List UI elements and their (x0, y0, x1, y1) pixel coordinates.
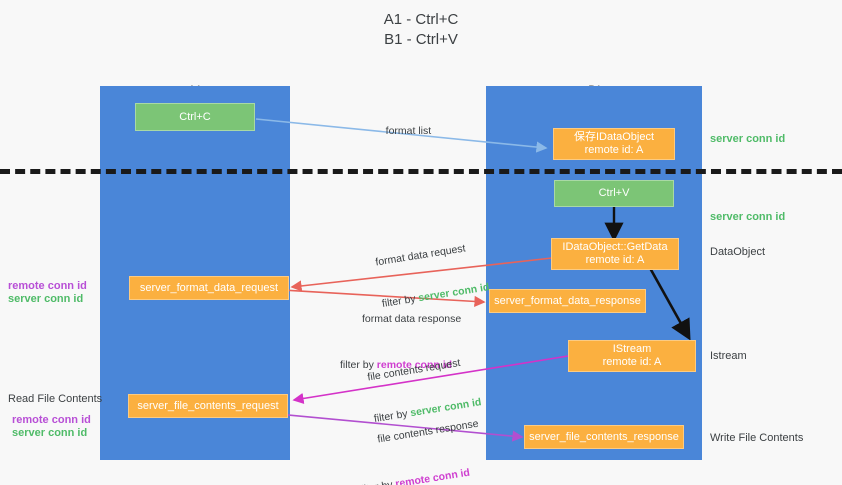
edge-label-format-list: format list (374, 110, 432, 152)
box-save-idataobject[interactable]: 保存IDataObject remote id: A (553, 128, 675, 160)
edge-label-format-data-response: format data response filter by remote co… (340, 284, 462, 400)
box-getdata-line1: IDataObject::GetData (562, 241, 668, 253)
box-ctrl-c[interactable]: Ctrl+C (135, 103, 255, 131)
edge-format-data-response-text: format data response (362, 313, 462, 325)
box-save-idataobject-line1: 保存IDataObject (573, 131, 655, 143)
edge-label-format-list-text: format list (385, 125, 432, 137)
box-save-idataobject-line2: remote id: A (584, 144, 644, 156)
box-server-file-contents-request-label: server_file_contents_request (137, 399, 279, 412)
label-server-conn-id-mid: server conn id (710, 211, 786, 223)
label-dataobject: DataObject (710, 246, 766, 258)
box-getdata-line2: remote id: A (585, 254, 645, 266)
label-istream: Istream (710, 350, 747, 362)
edge-label-file-contents-response: file contents response filter by remote … (358, 389, 491, 485)
phase-divider (0, 169, 842, 174)
box-istream-line2: remote id: A (602, 356, 662, 368)
label-server-conn-id-2: server conn id (12, 427, 88, 439)
edge-format-data-request-text: format data request (374, 242, 467, 269)
box-istream[interactable]: IStream remote id: A (568, 340, 696, 372)
box-istream-line1: IStream (612, 343, 652, 355)
box-getdata[interactable]: IDataObject::GetData remote id: A (551, 238, 679, 270)
box-server-format-data-request[interactable]: server_format_data_request (129, 276, 289, 300)
label-server-conn-id-1: server conn id (8, 293, 84, 305)
box-server-file-contents-response[interactable]: server_file_contents_response (524, 425, 684, 449)
edge-file-contents-response-text: file contents response (376, 417, 480, 446)
box-ctrl-v[interactable]: Ctrl+V (554, 180, 674, 207)
edge-file-contents-response-filter-prefix: filter by (358, 478, 396, 485)
box-ctrl-c-label: Ctrl+C (179, 110, 211, 123)
label-read-file-contents: Read File Contents (8, 393, 103, 405)
box-server-format-data-request-label: server_format_data_request (139, 281, 279, 294)
edge-file-contents-request-text: file contents request (366, 356, 462, 384)
box-server-file-contents-request[interactable]: server_file_contents_request (128, 394, 288, 418)
edge-format-data-response-filter-value: remote conn id (376, 359, 453, 371)
box-server-file-contents-response-label: server_file_contents_response (529, 430, 679, 443)
box-server-format-data-response-label: server_format_data_response (494, 294, 641, 307)
label-write-file-contents: Write File Contents (710, 432, 804, 444)
diagram-title: A1 - Ctrl+C B1 - Ctrl+V (383, 11, 459, 48)
label-server-conn-id-top: server conn id (710, 133, 786, 145)
label-remote-conn-id-2: remote conn id (12, 414, 91, 426)
box-ctrl-v-label: Ctrl+V (598, 187, 630, 199)
edge-format-data-response-filter-prefix: filter by (340, 359, 377, 371)
box-server-format-data-response[interactable]: server_format_data_response (489, 289, 646, 313)
edge-file-contents-response-filter-value: remote conn id (394, 466, 471, 485)
label-remote-conn-id-1: remote conn id (8, 280, 87, 292)
